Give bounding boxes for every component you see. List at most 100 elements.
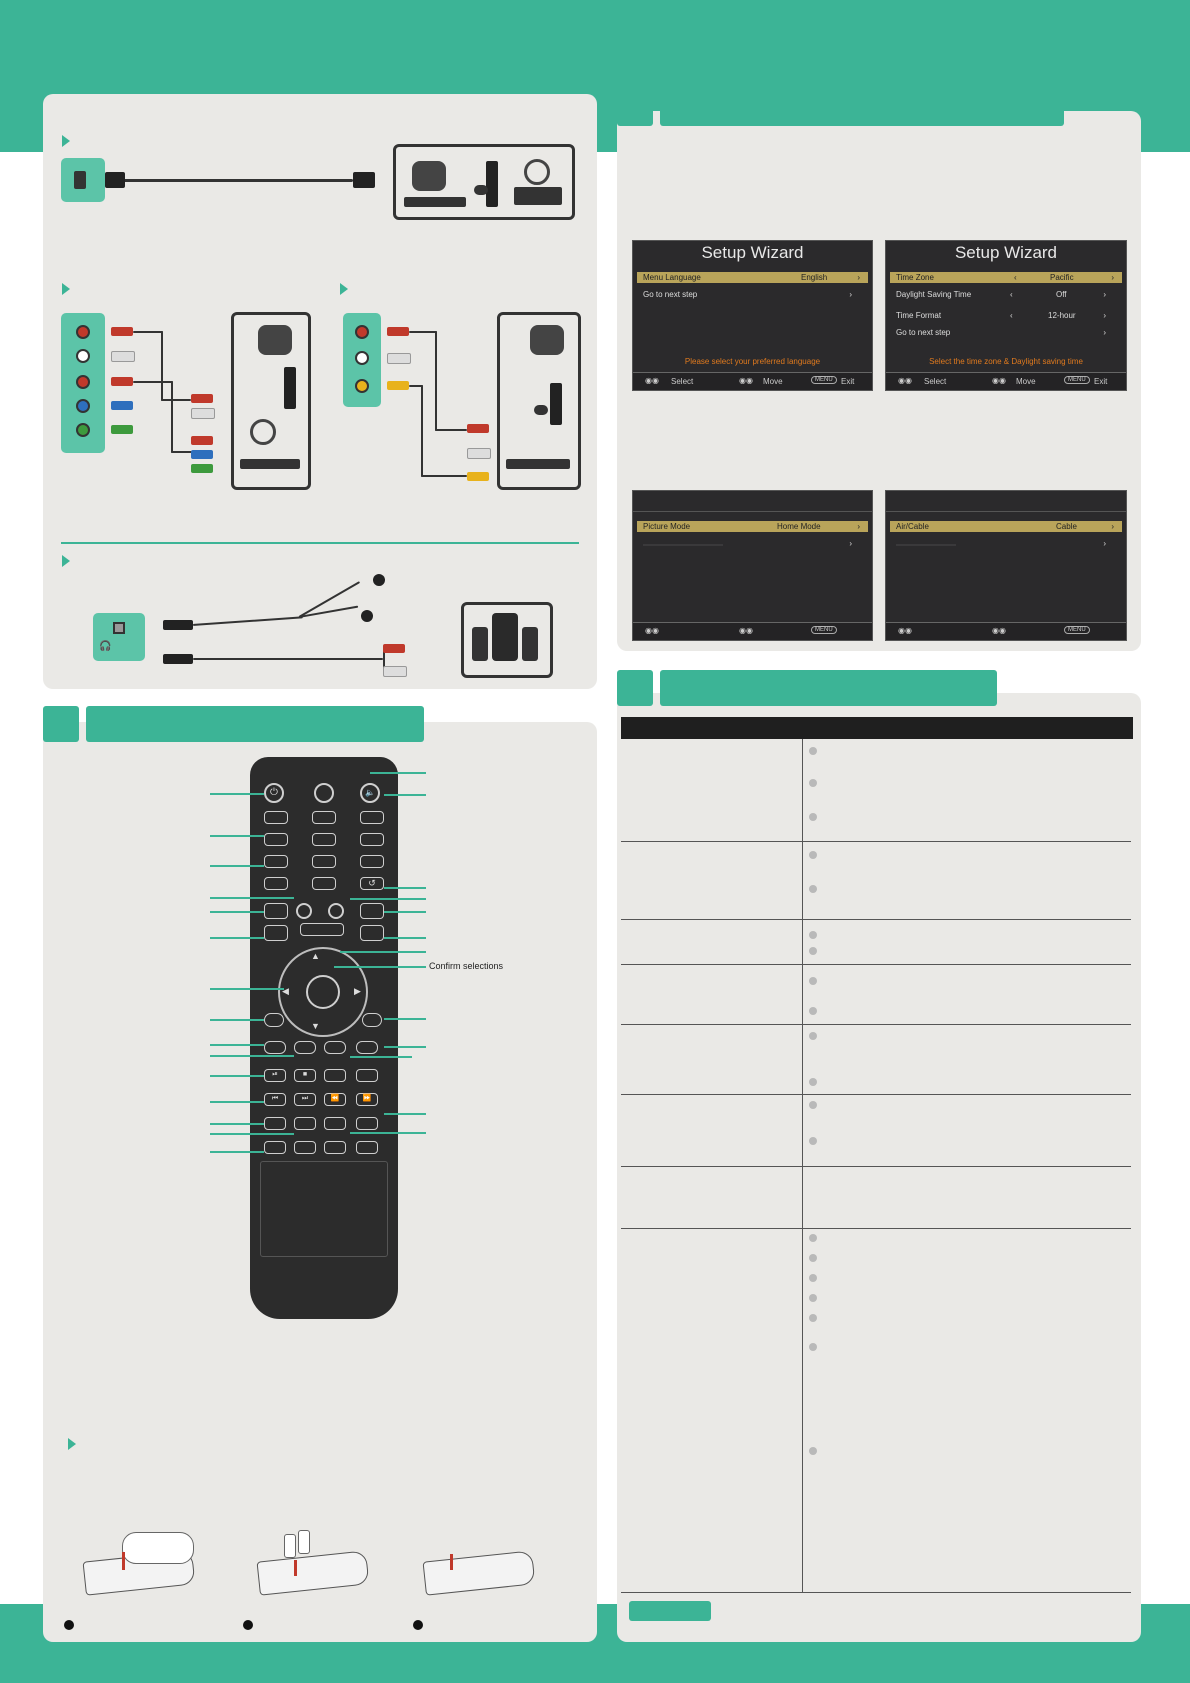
number-button[interactable] <box>360 833 384 846</box>
color-button[interactable] <box>356 1041 378 1054</box>
number-button[interactable] <box>264 833 288 846</box>
function-button[interactable] <box>356 1141 378 1154</box>
volume-button[interactable] <box>264 925 288 941</box>
number-button[interactable] <box>264 855 288 868</box>
number-button[interactable] <box>360 811 384 824</box>
number-button[interactable] <box>312 811 336 824</box>
ok-button[interactable] <box>306 975 340 1009</box>
number-button[interactable] <box>312 833 336 846</box>
setup-section-header <box>660 106 1064 126</box>
hand-icon <box>122 1532 194 1564</box>
troubleshooting-panel <box>617 693 1141 1642</box>
troubleshooting-table-header <box>621 717 1133 739</box>
function-button[interactable] <box>324 1117 346 1130</box>
dpad-ring <box>278 947 368 1037</box>
fast-forward-button[interactable]: ⏩ <box>356 1093 378 1106</box>
table-column-divider <box>802 739 803 1592</box>
stop-button[interactable]: ■ <box>294 1069 316 1082</box>
section-arrow-icon <box>68 1438 76 1450</box>
power-button[interactable]: ⏻ <box>264 783 284 803</box>
back-button[interactable] <box>264 1013 284 1027</box>
number-button[interactable] <box>312 855 336 868</box>
section-arrow-icon <box>62 135 70 147</box>
osd-footer: ◉◉ ◉◉ MENU <box>633 622 872 640</box>
headphone-jack: 🎧 <box>93 613 145 661</box>
osd-message: Please select your preferred language <box>684 357 821 366</box>
setup-wizard-picture-screen: Picture Mode Home Mode › › ◉◉ ◉◉ MENU <box>632 490 873 641</box>
osd-highlight-row[interactable]: Air/Cable Cable › <box>890 521 1122 532</box>
game-console-icon <box>284 367 296 409</box>
down-button[interactable]: ▼ <box>311 1021 320 1031</box>
osd-row[interactable]: Go to next step› <box>896 328 1106 337</box>
connections-panel: 🎧 <box>43 94 597 689</box>
number-button[interactable] <box>312 877 336 890</box>
function-button[interactable] <box>264 1141 286 1154</box>
number-button[interactable] <box>264 811 288 824</box>
favorite-button[interactable] <box>296 903 312 919</box>
remote-control: ⏻ 🔈 ↺ ▲ ▼ ◀ ▶ ⏯ ■ ⏮ ⏭ ⏪ ⏩ <box>250 757 398 1319</box>
bullet-icon <box>809 1032 817 1040</box>
remote-section-header <box>86 706 424 742</box>
right-button[interactable]: ▶ <box>354 986 361 996</box>
play-pause-button[interactable]: ⏯ <box>264 1069 286 1082</box>
bullet-icon <box>809 1137 817 1145</box>
next-button[interactable]: ⏭ <box>294 1093 316 1106</box>
osd-row[interactable]: Daylight Saving Time‹Off› <box>896 290 1106 299</box>
channel-button[interactable] <box>360 903 384 919</box>
osd-row[interactable]: Time Format‹12-hour› <box>896 311 1106 320</box>
media-button[interactable] <box>324 1069 346 1082</box>
bullet-icon <box>809 1234 817 1242</box>
channel-button[interactable] <box>360 925 384 941</box>
troubleshooting-section-header <box>660 670 997 706</box>
function-button[interactable] <box>294 1141 316 1154</box>
bullet-icon <box>809 813 817 821</box>
mute-button[interactable]: 🔈 <box>360 783 380 803</box>
osd-highlight-row[interactable]: Picture Mode Home Mode › <box>637 521 868 532</box>
left-button[interactable]: ◀ <box>282 986 289 996</box>
setup-wizard-tuner-screen: Air/Cable Cable › › ◉◉ ◉◉ MENU <box>885 490 1127 641</box>
number-button[interactable] <box>360 855 384 868</box>
remote-lower-panel <box>260 1161 388 1257</box>
battery-icon <box>284 1534 296 1558</box>
prev-button[interactable]: ⏮ <box>264 1093 286 1106</box>
number-button[interactable] <box>264 877 288 890</box>
input-button[interactable] <box>314 783 334 803</box>
bullet-icon <box>809 1254 817 1262</box>
troubleshooting-section-number <box>617 670 653 706</box>
osd-footer: ◉◉ ◉◉ MENU <box>886 622 1126 640</box>
bullet-icon <box>809 885 817 893</box>
info-button[interactable] <box>328 903 344 919</box>
color-button[interactable] <box>294 1041 316 1054</box>
earbud-icon <box>373 574 385 586</box>
osd-highlight-row[interactable]: Menu Language English › <box>637 272 868 283</box>
step-1-marker <box>64 1620 74 1630</box>
headphone-icon: 🎧 <box>99 641 112 652</box>
media-button[interactable] <box>356 1069 378 1082</box>
gamepad-icon <box>474 185 488 195</box>
remote-section-number <box>43 706 79 742</box>
function-button[interactable] <box>264 1117 286 1130</box>
osd-highlight-row[interactable]: Time Zone ‹ Pacific › <box>890 272 1122 283</box>
osd-row[interactable]: Go to next step› <box>643 290 852 299</box>
up-button[interactable]: ▲ <box>311 951 320 961</box>
recall-button[interactable]: ↺ <box>360 877 384 890</box>
camcorder-icon <box>412 161 446 191</box>
bullet-icon <box>809 779 817 787</box>
bullet-icon <box>809 851 817 859</box>
bullet-icon <box>809 1007 817 1015</box>
menu-button[interactable] <box>300 923 344 936</box>
volume-button[interactable] <box>264 903 288 919</box>
note-tag <box>629 1601 711 1621</box>
exit-button[interactable] <box>362 1013 382 1027</box>
composite-ports <box>343 313 381 407</box>
dvd-player-icon <box>404 197 466 207</box>
function-button[interactable] <box>356 1117 378 1130</box>
color-button[interactable] <box>264 1041 286 1054</box>
rewind-button[interactable]: ⏪ <box>324 1093 346 1106</box>
osd-title: Setup Wizard <box>701 243 804 262</box>
function-button[interactable] <box>324 1141 346 1154</box>
osd-message: Select the time zone & Daylight saving t… <box>929 357 1083 366</box>
function-button[interactable] <box>294 1117 316 1130</box>
setup-section-number <box>617 106 653 126</box>
color-button[interactable] <box>324 1041 346 1054</box>
